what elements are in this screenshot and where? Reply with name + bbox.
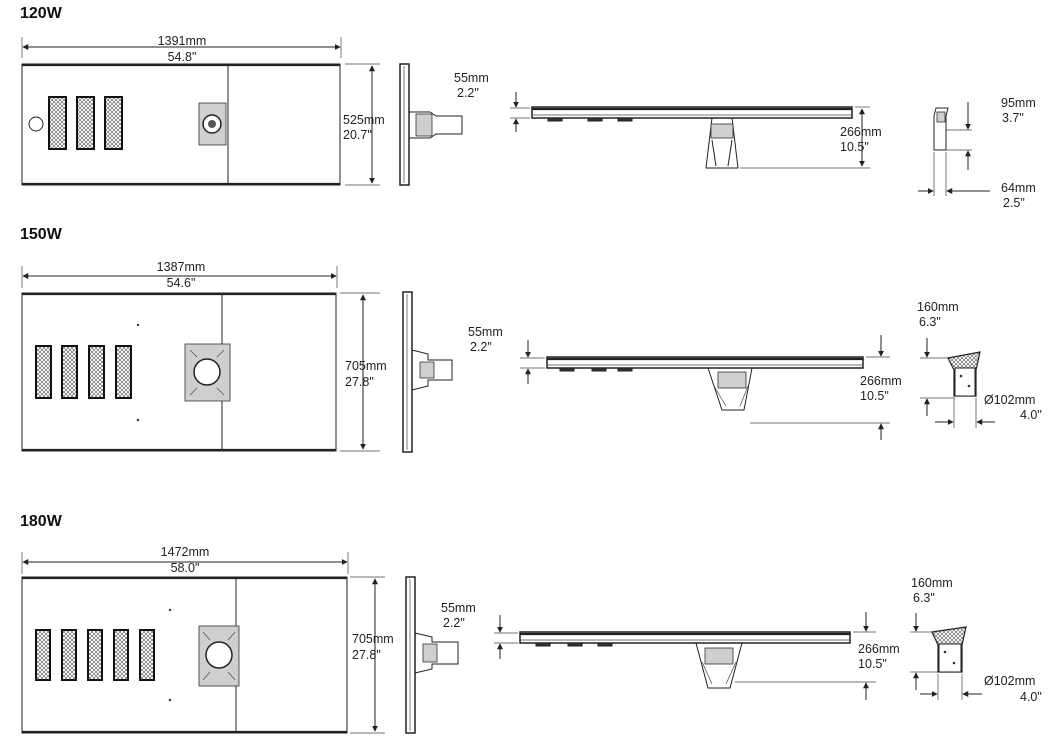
led-module: [115, 345, 132, 399]
height-mm-label: 705mm: [345, 359, 387, 373]
sensor-icon: [28, 116, 44, 132]
offset-dimension: 55mm 2.2": [468, 325, 545, 384]
front-view: [21, 576, 348, 734]
width-in-label: 54.8": [168, 50, 197, 64]
width-in-label: 58.0": [171, 561, 200, 575]
height-dimension: 705mm 27.8": [340, 292, 387, 452]
side-view: [402, 291, 453, 453]
width-mm-label: 1472mm: [161, 545, 210, 559]
offset-mm-label: 55mm: [468, 325, 503, 339]
height-in-label: 27.8": [352, 648, 381, 662]
section-150w: 150W 1387mm 54.6": [20, 226, 1042, 453]
height-in-label: 20.7": [343, 128, 372, 142]
side-view: [399, 63, 463, 186]
width-in-label: 54.6": [167, 276, 196, 290]
mounting-plate: [184, 343, 231, 402]
bracket-detail: 160mm 6.3" Ø102mm 4.0": [910, 576, 1042, 704]
drop-mm-label: 266mm: [840, 125, 882, 139]
width-dimension: 1387mm 54.6": [21, 260, 338, 290]
led-module: [61, 345, 78, 399]
led-module: [61, 629, 77, 681]
offset-mm-label: 55mm: [441, 601, 476, 615]
front-view: [21, 292, 337, 452]
offset-in-label: 2.2": [470, 340, 492, 354]
front-view: [21, 63, 341, 186]
led-module-row: [48, 96, 123, 150]
section-title: 120W: [20, 5, 63, 22]
offset-in-label: 2.2": [443, 616, 465, 630]
height-in-label: 27.8": [345, 375, 374, 389]
width-mm-label: 1391mm: [158, 34, 207, 48]
led-module: [35, 345, 52, 399]
bracket-height-in-label: 3.7": [1002, 111, 1024, 125]
offset-dimension: 55mm 2.2": [454, 71, 530, 132]
bracket-width-in-label: 4.0": [1020, 408, 1042, 422]
height-mm-label: 705mm: [352, 632, 394, 646]
width-mm-label: 1387mm: [157, 260, 206, 274]
width-dimension: 1472mm 58.0": [21, 545, 349, 575]
led-module: [113, 629, 129, 681]
drop-in-label: 10.5": [860, 389, 889, 403]
drop-mm-label: 266mm: [858, 642, 900, 656]
bracket-width-mm-label: 64mm: [1001, 181, 1036, 195]
drop-dimension: 266mm 10.5": [740, 106, 882, 169]
led-module-row: [35, 629, 155, 681]
height-dimension: 525mm 20.7": [343, 63, 385, 186]
bracket-width-in-label: 2.5": [1003, 196, 1025, 210]
led-module-row: [35, 345, 132, 399]
bracket-height-mm-label: 160mm: [911, 576, 953, 590]
bracket-height-mm-label: 95mm: [1001, 96, 1036, 110]
height-dimension: 705mm 27.8": [350, 576, 394, 734]
led-module: [88, 345, 105, 399]
led-module: [87, 629, 103, 681]
top-view: [519, 631, 851, 689]
section-title: 150W: [20, 226, 63, 243]
drop-in-label: 10.5": [858, 657, 887, 671]
bracket-height-mm-label: 160mm: [917, 300, 959, 314]
bracket-width-in-label: 4.0": [1020, 690, 1042, 704]
led-module: [35, 629, 51, 681]
section-120w: 120W 1391mm 54.8": [20, 5, 1036, 210]
led-module: [76, 96, 95, 150]
offset-in-label: 2.2": [457, 86, 479, 100]
bracket-width-mm-label: Ø102mm: [984, 393, 1035, 407]
bracket-height-in-label: 6.3": [919, 315, 941, 329]
side-view: [405, 576, 459, 734]
section-title: 180W: [20, 513, 63, 530]
drop-dimension: 266mm 10.5": [750, 335, 902, 440]
bracket-detail: 95mm 3.7" 64mm 2.5": [918, 96, 1036, 210]
mounting-plate: [198, 625, 240, 687]
drop-in-label: 10.5": [840, 140, 869, 154]
mounting-plate: [198, 102, 227, 146]
led-module: [139, 629, 155, 681]
bracket-height-in-label: 6.3": [913, 591, 935, 605]
offset-dimension: 55mm 2.2": [441, 601, 518, 659]
height-mm-label: 525mm: [343, 113, 385, 127]
top-view: [546, 356, 864, 411]
width-dimension: 1391mm 54.8": [21, 34, 342, 64]
offset-mm-label: 55mm: [454, 71, 489, 85]
led-module: [48, 96, 67, 150]
bracket-detail: 160mm 6.3" Ø102mm 4.0": [917, 300, 1042, 428]
section-180w: 180W 1472mm 58.0": [20, 513, 1042, 734]
bracket-width-mm-label: Ø102mm: [984, 674, 1035, 688]
drop-mm-label: 266mm: [860, 374, 902, 388]
led-module: [104, 96, 123, 150]
drop-dimension: 266mm 10.5": [735, 612, 900, 700]
top-view: [531, 106, 853, 169]
